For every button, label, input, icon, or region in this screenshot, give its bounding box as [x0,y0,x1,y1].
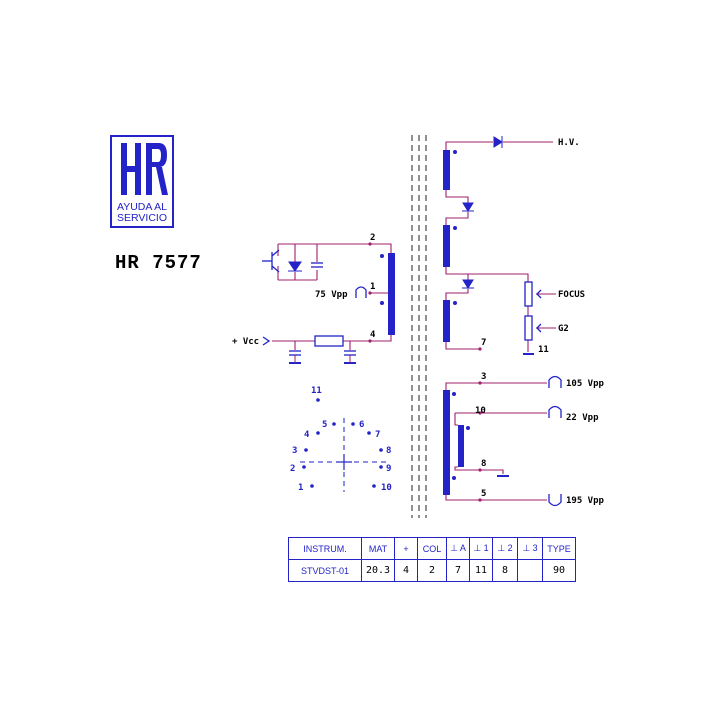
pin-1: 1 [370,282,375,292]
value-mat: 20.3 [361,559,395,582]
hv-winding-2 [443,225,450,267]
pin-3: 3 [481,372,486,382]
socket-pinout: 11 1 2 3 4 5 6 7 8 9 10 [290,386,392,493]
socket-pin-7: 7 [375,430,380,440]
value-ground-a: 7 [446,559,470,582]
socket-pin-1: 1 [298,483,303,493]
header-ground-3: ⊥ 3 [517,537,543,560]
vpp195-label: 195 Vpp [566,496,605,506]
spec-table: INSTRUM. MAT + COL ⊥ A ⊥ 1 ⊥ 2 ⊥ 3 TYPE … [288,537,576,582]
spec-header-row: INSTRUM. MAT + COL ⊥ A ⊥ 1 ⊥ 2 ⊥ 3 TYPE [288,537,576,560]
header-ground-2: ⊥ 2 [492,537,518,560]
socket-pin-2: 2 [290,464,295,474]
pin-8: 8 [481,459,486,469]
hr-logo: AYUDA AL SERVICIO [110,135,174,228]
header-type: TYPE [542,537,576,560]
vpp105-label: 105 Vpp [566,379,605,389]
header-ground-1: ⊥ 1 [469,537,493,560]
logo-line2: SERVICIO [117,212,167,224]
header-plus: + [394,537,418,560]
wires [272,141,556,501]
pin-5: 5 [481,489,486,499]
logo-line1: AYUDA AL [117,201,167,213]
header-mat: MAT [361,537,395,560]
socket-pin-6: 6 [359,420,364,430]
header-instrum: INSTRUM. [288,537,362,560]
socket-pin-3: 3 [292,446,297,456]
aux-winding-small [458,425,464,467]
socket-pin-8: 8 [386,446,391,456]
vcc-label: + Vcc [232,337,259,347]
pin-11: 11 [538,345,549,355]
vpp22-label: 22 Vpp [566,413,599,423]
discrete-parts [262,249,542,356]
value-col: 2 [417,559,447,582]
spec-value-row: STVDST-01 20.3 4 2 7 11 8 90 [288,559,576,582]
header-col: COL [417,537,447,560]
value-instrum: STVDST-01 [288,559,362,582]
value-type: 90 [542,559,576,582]
socket-pin-4: 4 [304,430,310,440]
hv-winding-1 [443,150,450,190]
pin-10: 10 [475,406,486,416]
value-ground-1: 11 [469,559,493,582]
value-ground-3 [517,559,543,582]
primary-winding [388,253,395,335]
winding-dots [380,150,470,480]
pulse-symbols [355,286,562,507]
schematic-sheet [110,135,608,585]
socket-pin-5: 5 [322,420,327,430]
hr-logo-mark [121,143,168,195]
hv-winding-3 [443,300,450,342]
model-number: HR 7577 [115,252,202,274]
value-ground-2: 8 [492,559,518,582]
g2-label: G2 [558,324,569,334]
pin-2: 2 [370,233,375,243]
value-plus: 4 [394,559,418,582]
socket-pin-9: 9 [386,464,391,474]
pin-7: 7 [481,338,486,348]
windings [388,150,464,495]
vpp75-label: 75 Vpp [315,290,348,300]
hv-label: H.V. [558,138,580,148]
transformer-core [411,135,427,518]
diodes [288,136,503,289]
socket-pin-11: 11 [311,386,322,396]
socket-pin-10: 10 [381,483,392,493]
focus-label: FOCUS [558,290,585,300]
aux-winding-main [443,390,450,495]
pin-4: 4 [370,330,376,340]
header-ground-a: ⊥ A [446,537,470,560]
